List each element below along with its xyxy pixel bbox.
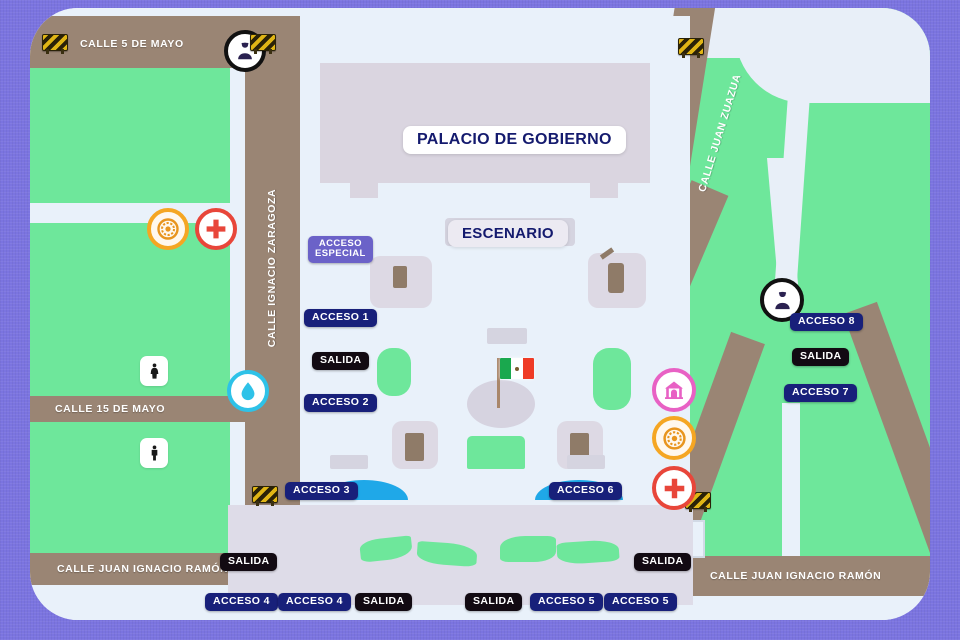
street-label-calle-juan-ignacio-ramon-west: CALLE JUAN IGNACIO RAMÓN (57, 563, 229, 575)
water-drop-icon-west[interactable] (227, 370, 269, 412)
mens-restroom-icon[interactable] (140, 438, 168, 468)
map-card: CALLE 5 DE MAYO CALLE IGNACIO ZARAGOZA C… (30, 8, 930, 620)
fire-department-icon-east[interactable] (652, 416, 696, 460)
monument-statue-east (608, 263, 624, 293)
road-barrier-icon-northwest-left (42, 34, 68, 54)
plaza-element-top (487, 328, 527, 344)
lawn-plaza-left (377, 348, 411, 396)
chip-acceso-especial-line2: ESPECIAL (315, 248, 366, 260)
red-cross-medical-icon-east[interactable] (652, 466, 696, 510)
chip-acceso-4a[interactable]: ACCESO 4 (205, 593, 278, 611)
path-east-vertical (782, 403, 800, 563)
plaza-fountain-oval (467, 380, 535, 428)
park-block-northwest (30, 68, 230, 203)
chip-acceso-4b[interactable]: ACCESO 4 (278, 593, 351, 611)
chip-acceso-7[interactable]: ACCESO 7 (784, 384, 857, 402)
path-northwest (30, 204, 150, 222)
street-label-calle-juan-ignacio-ramon-east: CALLE JUAN IGNACIO RAMÓN (710, 570, 882, 582)
chip-salida-bottom-1[interactable]: SALIDA (355, 593, 413, 611)
fire-department-icon-west[interactable] (147, 208, 189, 250)
building-palacio-de-gobierno (320, 63, 650, 183)
chip-salida-southwest[interactable]: SALIDA (220, 553, 278, 571)
chip-acceso-especial[interactable]: ACCESO ESPECIAL (308, 236, 373, 263)
chip-acceso-5b[interactable]: ACCESO 5 (604, 593, 677, 611)
plate-palacio-de-gobierno: PALACIO DE GOBIERNO (403, 126, 626, 154)
plaza-element-row-2 (467, 455, 525, 469)
road-barrier-icon-northwest-right (250, 34, 276, 54)
monument-statue-west (393, 266, 407, 288)
street-calle-juan-ignacio-ramon-west (30, 553, 252, 585)
road-barrier-icon-southwest (252, 486, 278, 506)
mexican-flag-icon (500, 358, 534, 379)
park-block-southwest (30, 420, 230, 553)
street-calle-juan-ignacio-ramon-east (685, 556, 930, 596)
lawn-plaza-right (593, 348, 631, 410)
park-block-west-middle (30, 223, 230, 398)
flagpole (497, 358, 500, 408)
building-palacio-wing-right (590, 180, 618, 198)
red-cross-medical-icon-west[interactable] (195, 208, 237, 250)
plaza-element-row-1 (330, 455, 368, 469)
road-barrier-icon-northeast (678, 38, 704, 58)
plaza-element-row-3 (567, 455, 605, 469)
street-label-calle-5-de-mayo: CALLE 5 DE MAYO (80, 38, 184, 50)
womens-restroom-icon[interactable] (140, 356, 168, 386)
street-label-calle-ignacio-zaragoza: CALLE IGNACIO ZARAGOZA (266, 188, 278, 348)
building-palacio-wing-left (350, 180, 378, 198)
monument-statue-lower-west (405, 433, 424, 461)
tent-carpa-icon-east[interactable] (652, 368, 696, 412)
street-calle-ignacio-zaragoza (245, 16, 300, 506)
street-calle-15-de-mayo (30, 396, 250, 422)
chip-acceso-5a[interactable]: ACCESO 5 (530, 593, 603, 611)
chip-acceso-6[interactable]: ACCESO 6 (549, 482, 622, 500)
chip-salida-east[interactable]: SALIDA (792, 348, 850, 366)
plate-escenario: ESCENARIO (448, 220, 568, 247)
chip-salida-bottom-2[interactable]: SALIDA (465, 593, 523, 611)
lawn-lower-4 (556, 538, 620, 566)
chip-acceso-2[interactable]: ACCESO 2 (304, 394, 377, 412)
street-label-calle-15-de-mayo: CALLE 15 DE MAYO (55, 403, 166, 415)
chip-salida-southeast[interactable]: SALIDA (634, 553, 692, 571)
chip-acceso-especial-line1: ACCESO (318, 238, 362, 249)
monument-statue-lower-east (570, 433, 589, 461)
chip-acceso-1[interactable]: ACCESO 1 (304, 309, 377, 327)
chip-salida-west-1[interactable]: SALIDA (312, 352, 370, 370)
lawn-lower-3 (500, 536, 556, 562)
chip-acceso-8[interactable]: ACCESO 8 (790, 313, 863, 331)
chip-acceso-3[interactable]: ACCESO 3 (285, 482, 358, 500)
